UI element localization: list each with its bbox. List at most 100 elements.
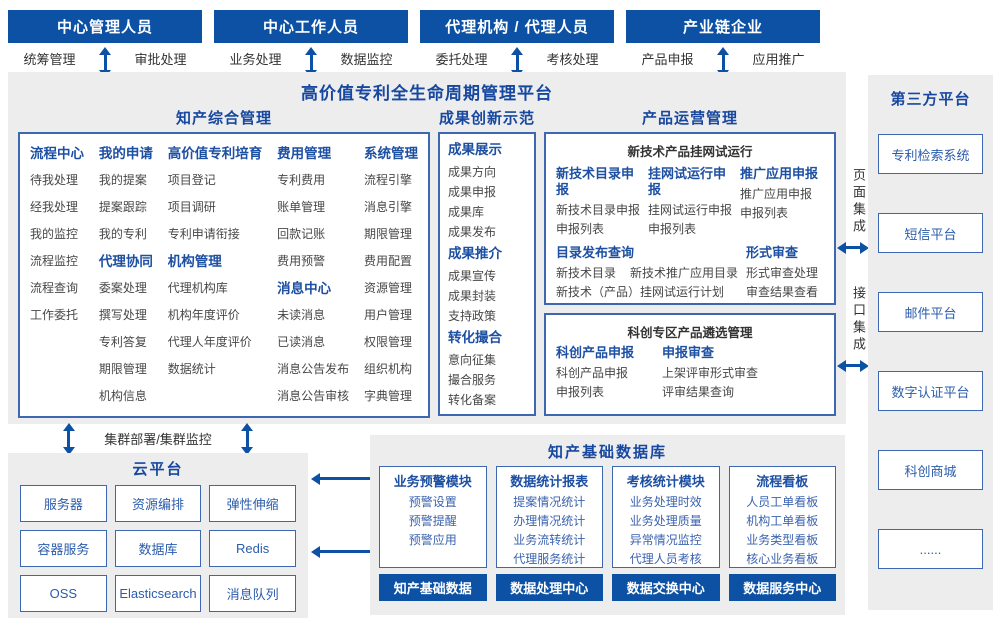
role-right-label: 应用推广: [752, 51, 805, 67]
menu-entry: 预警设置: [408, 495, 457, 509]
ip-database-title: 知产基础数据库: [547, 444, 667, 461]
group-header: 科创产品申报: [556, 345, 635, 361]
menu-entry: 申报列表: [740, 206, 789, 220]
up-down-arrow-icon: [515, 54, 519, 70]
platform-title: 高价值专利全生命周期管理平台: [301, 84, 553, 103]
role-left-label: 委托处理: [435, 51, 488, 67]
up-down-arrow-icon: [103, 54, 107, 70]
menu-entry: 成果宣传: [448, 269, 497, 283]
menu-entry: 撮合服务: [448, 373, 497, 387]
menu-entry: 流程中心: [30, 146, 84, 161]
third-party-box: 邮件平台: [878, 292, 983, 332]
group-header: 新技术目录申报: [556, 166, 635, 197]
role-activity-labels: 委托处理 考核处理: [420, 43, 614, 73]
menu-entry: 待我处理: [30, 173, 79, 187]
trial-bottom-groups: 目录发布查询 新技术目录 新技术推广应用目录 新技术（产品）挂网试运行计划: [546, 239, 834, 302]
menu-entry: 期限管理: [363, 227, 412, 241]
db-center-bar: 数据处理中心: [495, 574, 603, 601]
menu-entry: 人员工单看板: [746, 495, 819, 509]
menu-entry: 代理协同: [98, 254, 153, 269]
api-integration-label: 接口集成: [851, 286, 866, 354]
db-module: 流程看板 人员工单看板机构工单看板业务类型看板核心业务看板: [728, 466, 836, 569]
user-role: 中心工作人员 业务处理 数据监控: [214, 10, 408, 73]
menu-entry: 项目登记: [167, 173, 216, 187]
menu-column: 费用管理专利费用账单管理回款记账费用预警消息中心未读消息已读消息消息公告发布消息…: [277, 140, 349, 410]
menu-entry: 申报列表: [556, 385, 605, 400]
menu-entry: 上架评审形式审查: [662, 366, 759, 381]
third-party-list: 专利检索系统短信平台邮件平台数字认证平台科创商城......: [868, 134, 993, 569]
menu-entry: 字典管理: [363, 389, 412, 403]
menu-entry: 成果发布: [448, 225, 497, 239]
role-activity-labels: 产品申报 应用推广: [626, 43, 820, 73]
menu-entry: 费用管理: [277, 146, 332, 161]
role-title-bar: 中心工作人员: [214, 10, 408, 43]
section-title: 产品运营管理: [641, 110, 738, 127]
db-module-items: 业务处理时效业务处理质量异常情况监控代理人员考核: [613, 493, 719, 569]
menu-entry: 核心业务看板: [746, 552, 819, 566]
role-title-bar: 产业链企业: [626, 10, 820, 43]
menu-column: 我的申请我的提案提案跟踪我的专利代理协同委案处理撰写处理专利答复期限管理机构信息: [99, 140, 153, 410]
menu-entry: 项目调研: [167, 200, 216, 214]
menu-entry: 业务类型看板: [746, 533, 819, 547]
menu-entry: 费用预警: [277, 254, 326, 268]
user-role: 代理机构 / 代理人员 委托处理 考核处理: [420, 10, 614, 73]
menu-entry: 数据统计: [167, 362, 216, 376]
menu-entry: 用户管理: [363, 308, 412, 322]
left-arrow-icon: [320, 477, 370, 480]
db-module-items: 提案情况统计办理情况统计业务流转统计代理服务统计: [497, 493, 603, 569]
menu-entry: 提案跟踪: [98, 200, 147, 214]
cluster-label: 集群部署/集群监控: [104, 432, 212, 447]
db-module-title: 数据统计报表: [510, 474, 589, 489]
db-modules-row: 业务预警模块 预警设置预警提醒预警应用 数据统计报表 提案情况统计办理情况统计业…: [370, 462, 845, 568]
menu-entry: 机构信息: [98, 389, 147, 403]
db-module-items: 人员工单看板机构工单看板业务类型看板核心业务看板: [730, 493, 836, 569]
ip-management-box: 流程中心待我处理经我处理我的监控流程监控流程查询工作委托 我的申请我的提案提案跟…: [18, 132, 430, 418]
third-party-box: 专利检索系统: [878, 134, 983, 174]
menu-entry: 消息引擎: [363, 200, 412, 214]
menu-entry: 申报列表: [556, 222, 605, 236]
menu-entry: 预警提醒: [408, 514, 457, 528]
third-party-panel: 第三方平台 专利检索系统短信平台邮件平台数字认证平台科创商城......: [868, 75, 993, 610]
menu-entry: 费用配置: [363, 254, 412, 268]
menu-entry: 业务流转统计: [513, 533, 586, 547]
db-module-title: 业务预警模块: [393, 474, 472, 489]
menu-entry: 科创产品申报: [556, 366, 629, 381]
group-header: 形式审查: [746, 245, 799, 260]
left-right-arrow-icon: [846, 364, 860, 367]
cloud-service-box: 资源编排: [114, 485, 202, 522]
role-activity-labels: 统筹管理 审批处理: [8, 43, 202, 73]
user-roles-row: 中心管理人员 统筹管理 审批处理 中心工作人员 业务处理 数据监控 代理机构 /…: [8, 10, 820, 73]
menu-entry: 成果展示: [448, 142, 502, 157]
menu-entry: 我的提案: [98, 173, 147, 187]
menu-entry: 专利答复: [98, 335, 147, 349]
db-module: 考核统计模块 业务处理时效业务处理质量异常情况监控代理人员考核: [612, 466, 720, 568]
selection-groups: 科创产品申报 科创产品申报 申报列表 申报审查 上架评审形式审查 评审结果查询: [546, 343, 834, 402]
subbox-title: 科创专区产品遴选管理: [627, 326, 753, 341]
selection-group: 申报审查 上架评审形式审查 评审结果查询: [662, 343, 758, 402]
db-module-items: 预警设置预警提醒预警应用: [380, 493, 486, 550]
third-party-box: 科创商城: [878, 450, 983, 490]
group-header: 推广应用申报: [740, 166, 819, 181]
menu-entry: 新技术（产品）挂网试运行计划: [556, 285, 725, 299]
menu-column: 流程中心待我处理经我处理我的监控流程监控流程查询工作委托: [30, 140, 84, 410]
catalog-query-group: 目录发布查询 新技术目录 新技术推广应用目录 新技术（产品）挂网试运行计划: [556, 243, 738, 302]
sci-innovation-selection-box: 科创专区产品遴选管理 科创产品申报 科创产品申报 申报列表 申报审查 上架评审形…: [544, 313, 836, 416]
up-down-arrow-icon: [245, 430, 249, 447]
menu-entry: 转化备案: [448, 393, 497, 407]
role-right-label: 数据监控: [340, 51, 393, 67]
menu-entry: 高价值专利培育: [167, 146, 263, 161]
menu-entry: 代理人员考核: [629, 552, 702, 566]
menu-entry: 经我处理: [30, 200, 79, 214]
menu-entry: 成果封装: [448, 289, 497, 303]
db-module: 业务预警模块 预警设置预警提醒预警应用: [379, 466, 487, 568]
section-ip-management: 知产综合管理 流程中心待我处理经我处理我的监控流程监控流程查询工作委托 我的申请…: [18, 106, 430, 418]
cloud-platform-title: 云平台: [132, 461, 184, 478]
cloud-service-box: 数据库: [114, 530, 202, 567]
product-operation-boxes: 新技术产品挂网试运行 新技术目录申报 新技术目录申报 申报列表 挂网试运行申报 …: [544, 132, 836, 416]
menu-column: 高价值专利培育项目登记项目调研专利申请衔接机构管理代理机构库机构年度评价代理人年…: [168, 140, 263, 410]
menu-entry: 流程监控: [30, 254, 79, 268]
menu-entry: 异常情况监控: [629, 533, 702, 547]
menu-entry: 代理机构库: [167, 281, 228, 295]
